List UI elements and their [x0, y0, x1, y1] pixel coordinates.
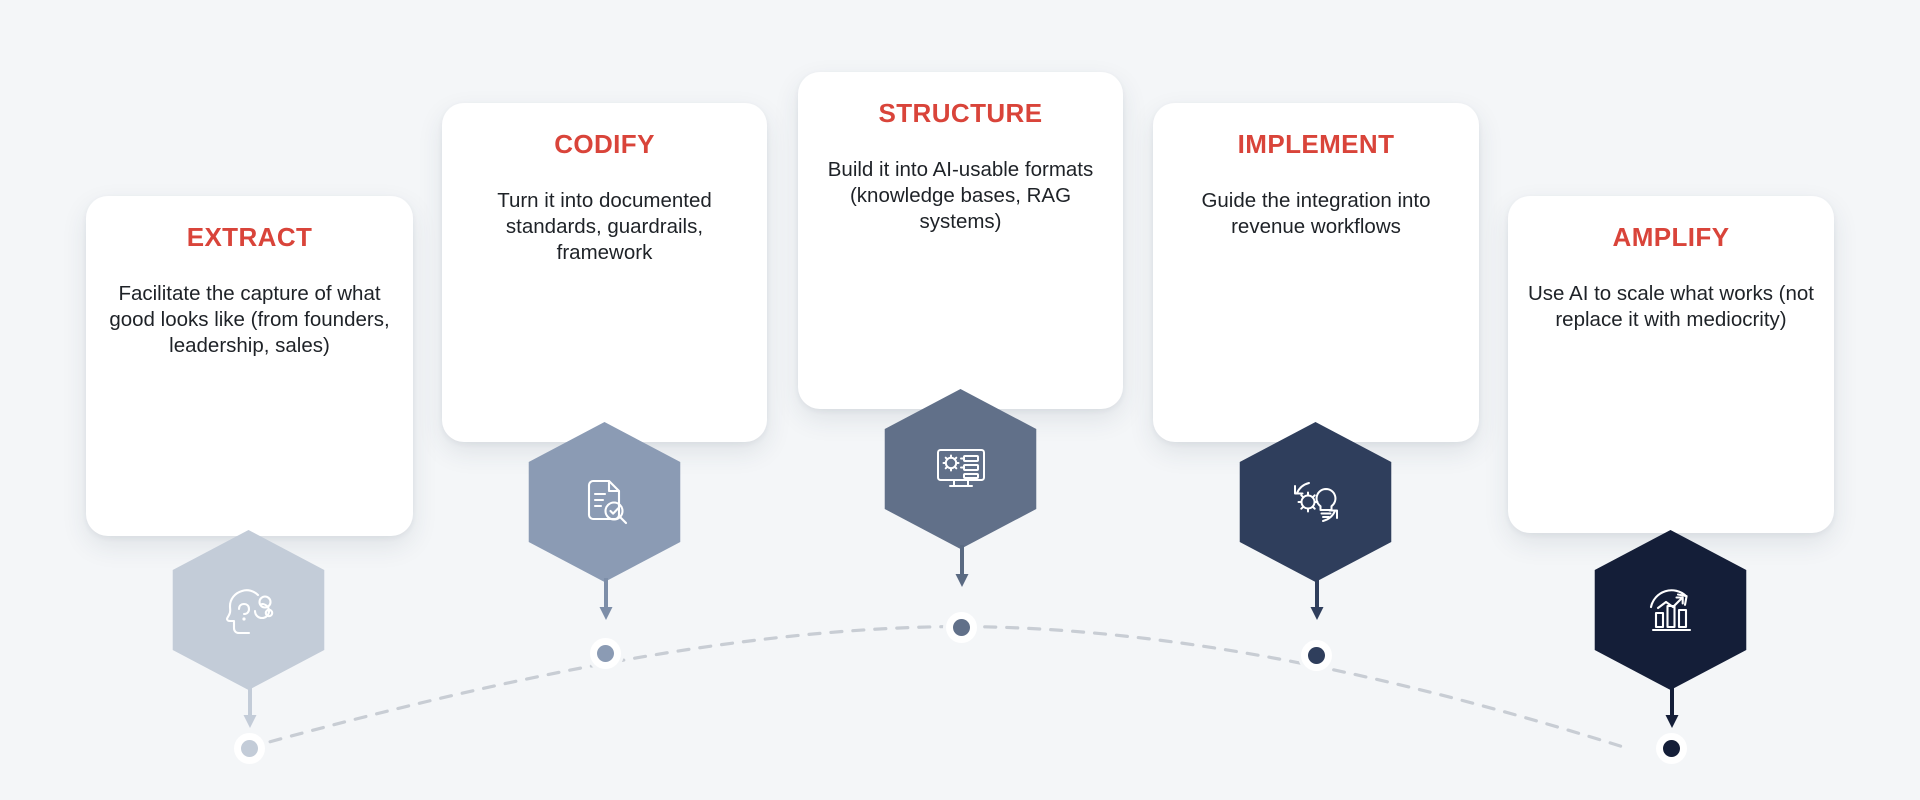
stage-title: STRUCTURE [878, 98, 1043, 128]
stage-title: AMPLIFY [1612, 222, 1730, 252]
stage-card-structure[interactable]: STRUCTURE Build it into AI-usable format… [798, 72, 1123, 409]
head-thinking-icon [225, 589, 273, 635]
stage-arrow-amplify [1662, 686, 1682, 730]
stage-arrow-structure [952, 545, 972, 589]
stage-icon-extract[interactable] [161, 530, 336, 690]
stage-title: CODIFY [554, 129, 655, 159]
stage-icon-amplify[interactable] [1583, 530, 1758, 690]
stage-description: Build it into AI-usable formats (knowled… [827, 158, 1094, 234]
stage-description: Use AI to scale what works (not replace … [1528, 282, 1814, 332]
stage-title: EXTRACT [186, 222, 313, 252]
stage-icon-implement[interactable] [1228, 422, 1403, 582]
stage-arrow-implement [1307, 578, 1327, 622]
stage-arrow-codify [596, 578, 616, 622]
stage-node-codify[interactable] [590, 638, 621, 669]
stage-node-structure[interactable] [946, 612, 977, 643]
stage-card-amplify[interactable]: AMPLIFY Use AI to scale what works (not … [1508, 196, 1834, 533]
stage-node-amplify[interactable] [1656, 733, 1687, 764]
stage-card-implement[interactable]: IMPLEMENT Guide the integration into rev… [1153, 103, 1479, 442]
monitor-gear-data-icon [936, 449, 985, 487]
stage-icon-structure[interactable] [873, 389, 1048, 549]
stage-node-implement[interactable] [1301, 640, 1332, 671]
stage-card-extract[interactable]: EXTRACT Facilitate the capture of what g… [86, 196, 413, 536]
stage-icon-codify[interactable] [517, 422, 692, 582]
document-magnifier-icon [587, 479, 627, 525]
stage-description: Turn it into documented standards, guard… [497, 189, 712, 265]
stage-description: Facilitate the capture of what good look… [109, 282, 390, 358]
stage-description: Guide the integration into revenue workf… [1201, 189, 1431, 239]
stage-title: IMPLEMENT [1237, 129, 1395, 159]
gear-lightbulb-sync-icon [1293, 482, 1338, 522]
growth-chart-arrow-icon [1649, 589, 1691, 632]
stage-card-codify[interactable]: CODIFY Turn it into documented standards… [442, 103, 767, 442]
stage-node-extract[interactable] [234, 733, 265, 764]
stage-arrow-extract [240, 686, 260, 730]
